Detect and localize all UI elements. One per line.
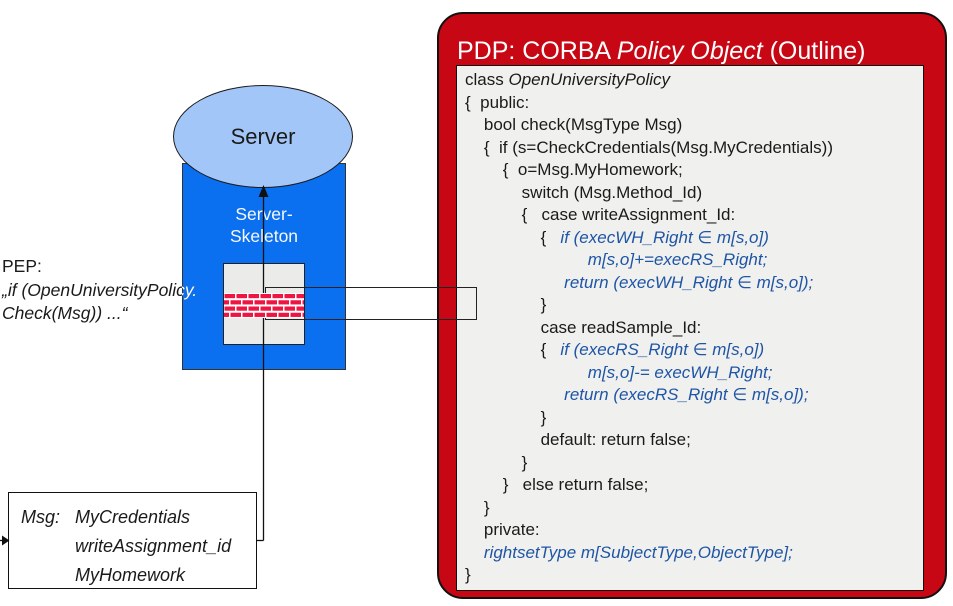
code-line: { if (execWH_Right ∈ m[s,o]) [465,227,769,247]
code-line: } [465,497,490,517]
code-line: { o=Msg.MyHomework; [465,160,683,179]
code-line: m[s,o]+=execRS_Right; [465,250,768,269]
code-line: rightsetType m[SubjectType,ObjectType]; [465,542,793,562]
pep-code-line1: „if (OpenUniversityPolicy. „if (OpenUniv… [2,279,198,300]
pep-label: PEP: [2,256,42,276]
pdp-title: PDP: CORBA Policy Object (Outline) [457,37,866,65]
code-line: } [465,452,528,472]
pdp-panel: PDP: CORBA Policy Object (Outline) class… [437,12,947,599]
code-line: } [465,295,547,314]
code-line: } [465,407,547,427]
msg-item: writeAssignment_id [75,536,232,556]
code-line: private: [465,520,540,539]
code-line: default: return false; [465,430,691,449]
code-line: bool check(MsgType Msg) [465,115,683,134]
code-line: case readSample_Id: [465,317,702,337]
pep-code-line2: Check(Msg)) ...“ [2,303,128,323]
server-skeleton-label: Server- Skeleton [229,204,299,246]
server-label: Server [230,123,296,149]
pep-annotation: PEP: „if (OpenUniversityPolicy. „if (Ope… [2,255,242,326]
code-line: { if (execRS_Right ∈ m[s,o]) [465,340,765,359]
code-line: } else return false; [465,475,649,494]
msg-label: Msg: [21,507,61,527]
code-line: { if (s=CheckCredentials(Msg.MyCredentia… [465,137,833,157]
code-line: } [465,565,471,584]
code-lines: class OpenUniversityPolicy { public: bool… [465,69,923,587]
code-line: return (execRS_Right ∈ m[s,o]); [465,385,809,404]
code-line: class OpenUniversityPolicy [465,70,671,89]
code-line: return (execWH_Right ∈ m[s,o]); [465,272,814,292]
policy-code-block: class OpenUniversityPolicy { public: bool… [456,65,924,591]
code-line: { public: [465,92,530,112]
code-line: switch (Msg.Method_Id) [465,182,703,202]
code-line: { case writeAssignment_Id: [465,205,736,224]
msg-item: MyCredentials [75,507,191,527]
msg-item: MyHomework [75,565,186,585]
server-ellipse: Server [173,85,353,188]
code-line: m[s,o]-= execWH_Right; [465,362,773,382]
